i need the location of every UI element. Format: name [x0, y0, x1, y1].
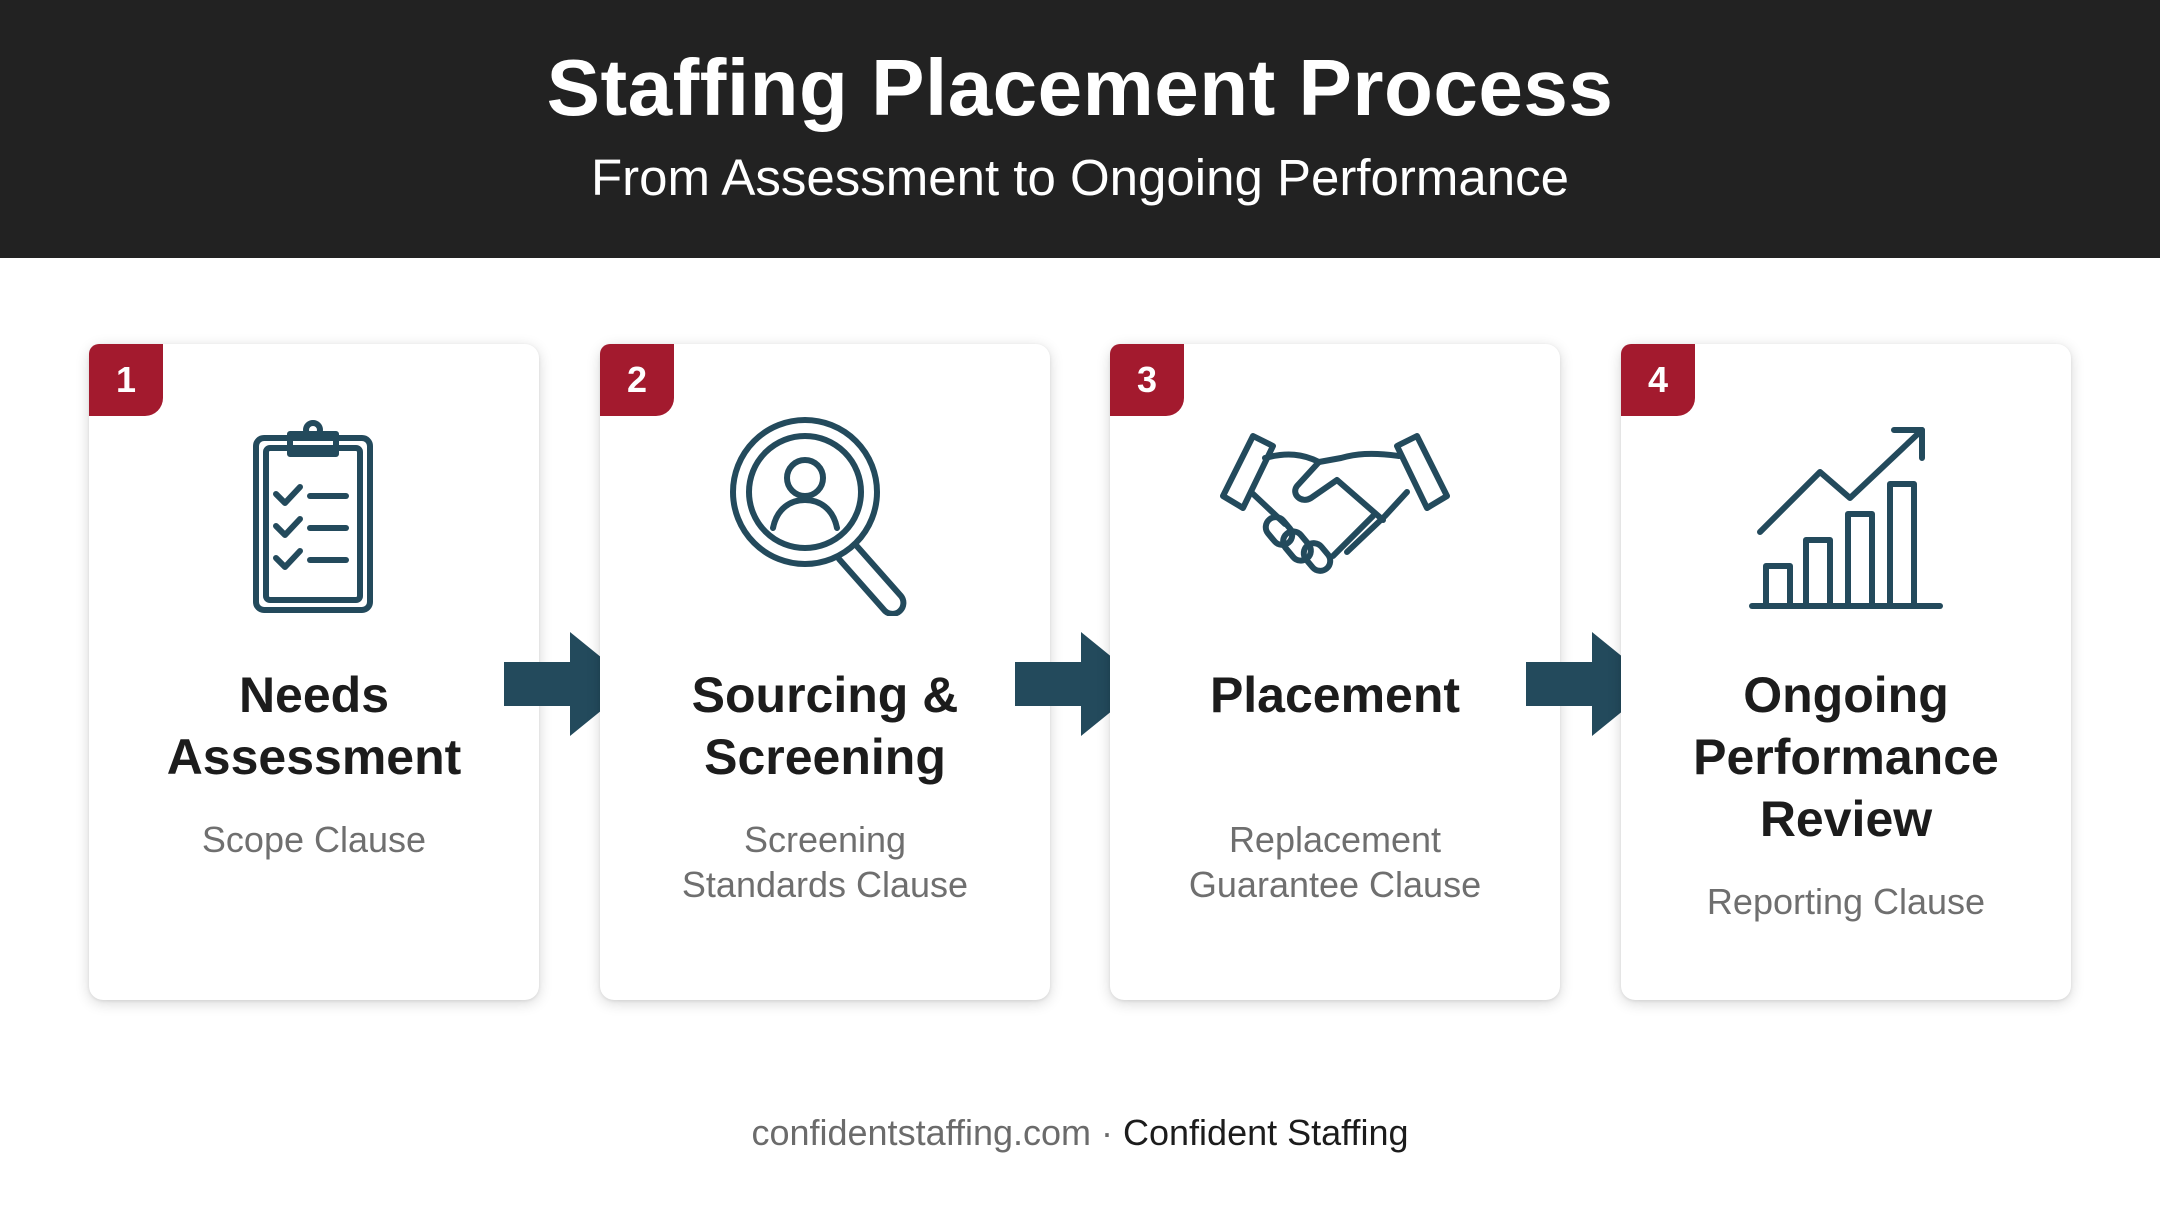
step-clause: Reporting Clause [1706, 881, 1986, 922]
step-number-badge: 4 [1621, 344, 1695, 416]
step-number-badge: 3 [1110, 344, 1184, 416]
step-card-1: 1 Needs Assessment Scope Clause [89, 344, 539, 1000]
step-card-3: 3 Placement Replacement Guarantee Clause [1110, 344, 1560, 1000]
step-title: Sourcing & Screening [691, 667, 959, 785]
step-title: Needs Assessment [166, 667, 462, 785]
growth-chart-icon [1726, 416, 1966, 616]
handshake-icon [1215, 416, 1455, 616]
step-title: Placement [1209, 667, 1461, 723]
step-clause: Screening Standards Clause [681, 819, 969, 905]
footer: confidentstaffing.com · Confident Staffi… [0, 1112, 2160, 1154]
step-card-2: 2 Sourcing & Screening Screening Standar… [600, 344, 1050, 1000]
clipboard-checklist-icon [194, 416, 434, 616]
page-subtitle: From Assessment to Ongoing Performance [591, 149, 1569, 206]
step-title: Ongoing Performance Review [1693, 667, 1999, 847]
magnifier-person-icon [705, 416, 945, 616]
header-banner: Staffing Placement Process From Assessme… [0, 0, 2160, 258]
step-card-4: 4 Ongoing Performance Review Reporting C… [1621, 344, 2071, 1000]
footer-separator: · [1091, 1112, 1123, 1153]
step-number-badge: 1 [89, 344, 163, 416]
step-clause: Replacement Guarantee Clause [1188, 819, 1482, 905]
step-clause: Scope Clause [201, 819, 427, 860]
page-title: Staffing Placement Process [546, 43, 1614, 132]
footer-brand: Confident Staffing [1123, 1112, 1409, 1153]
footer-site-link[interactable]: confidentstaffing.com [751, 1112, 1091, 1153]
step-number-badge: 2 [600, 344, 674, 416]
